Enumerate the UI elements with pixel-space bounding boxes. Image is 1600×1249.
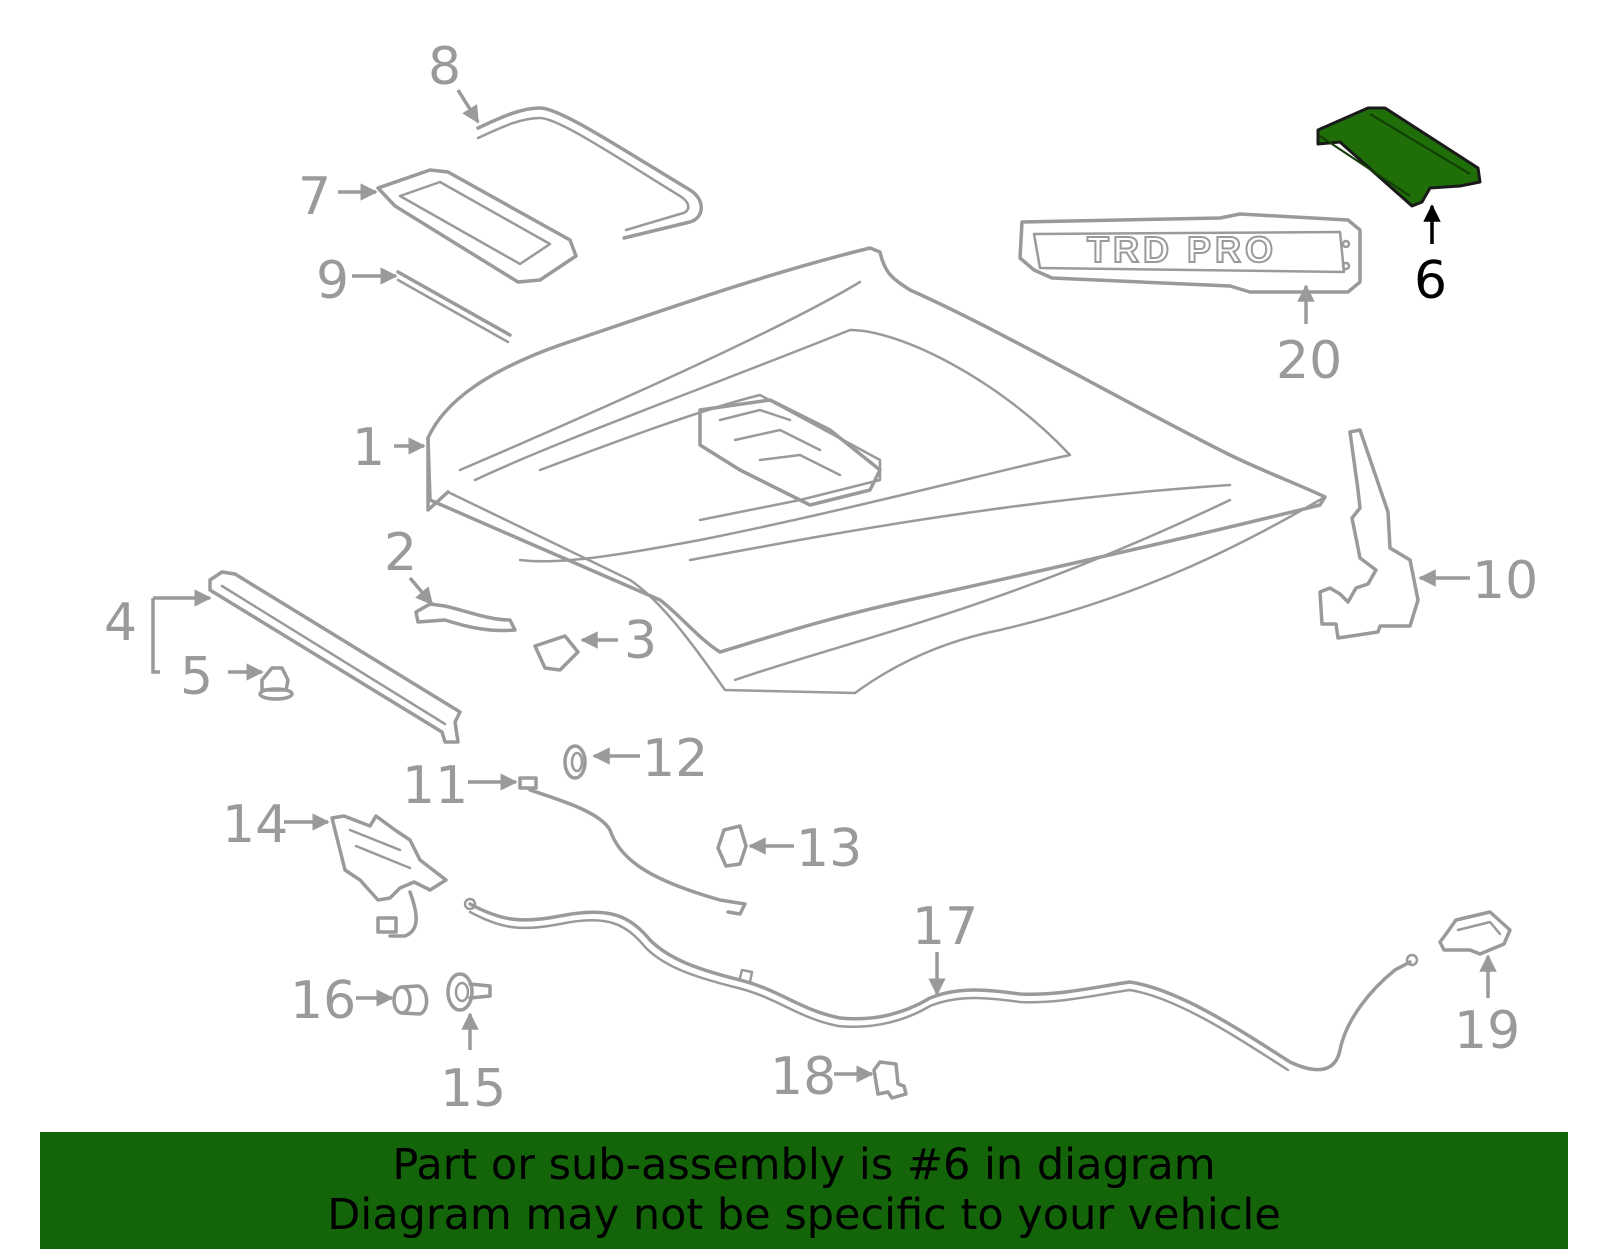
part-15 [446, 972, 492, 1012]
part-20-emblem: TRD PRO [1018, 212, 1362, 294]
info-banner: Part or sub-assembly is #6 in diagram Di… [40, 1132, 1568, 1249]
part-2 [414, 602, 517, 633]
callout-20: 20 [1276, 331, 1342, 391]
info-banner-background [40, 1132, 1568, 1249]
part-16 [392, 984, 429, 1016]
callout-11: 11 [402, 756, 468, 816]
callout-12: 12 [642, 729, 708, 789]
part-18-clip [872, 1060, 908, 1100]
part-1-hood [426, 246, 1327, 695]
part-6-body [1316, 106, 1482, 208]
callout-10: 10 [1472, 551, 1538, 611]
callout-13: 13 [796, 819, 862, 879]
callout-1: 1 [352, 418, 385, 478]
part-6-hood-scoop [1316, 106, 1482, 208]
part-12-grommet [563, 744, 587, 780]
callout-18: 18 [770, 1047, 836, 1107]
banner-line-1: Part or sub-assembly is #6 in diagram [392, 1140, 1216, 1190]
callout-numbers: 1 2 3 4 5 6 7 8 9 10 11 12 13 14 15 16 1… [104, 37, 1538, 1119]
part-19-handle [1438, 910, 1512, 956]
leader-lines [151, 89, 1497, 1083]
part-7 [376, 168, 578, 284]
callout-15: 15 [440, 1059, 506, 1119]
callout-4: 4 [104, 593, 137, 653]
callout-8: 8 [428, 37, 461, 97]
callout-6: 6 [1414, 251, 1447, 311]
part-8 [476, 106, 703, 240]
callout-3: 3 [624, 611, 657, 671]
callout-5: 5 [180, 647, 213, 707]
callout-14: 14 [222, 795, 288, 855]
part-3 [533, 634, 580, 672]
banner-line-2: Diagram may not be specific to your vehi… [327, 1190, 1281, 1240]
part-13 [716, 824, 748, 868]
callout-2: 2 [384, 523, 417, 583]
part-11 [518, 776, 747, 916]
callout-17: 17 [912, 897, 978, 957]
part-17-cable [463, 897, 1419, 1072]
emblem-text: TRD PRO [1087, 229, 1277, 270]
part-10-bracket [1318, 428, 1420, 640]
part-9 [396, 270, 512, 344]
part-4-seal [208, 570, 462, 744]
part-5-clip [258, 666, 294, 701]
part-14-latch [330, 814, 448, 938]
callout-7: 7 [298, 167, 331, 227]
callout-9: 9 [316, 251, 349, 311]
callout-19: 19 [1454, 1001, 1520, 1061]
callout-16: 16 [290, 971, 356, 1031]
